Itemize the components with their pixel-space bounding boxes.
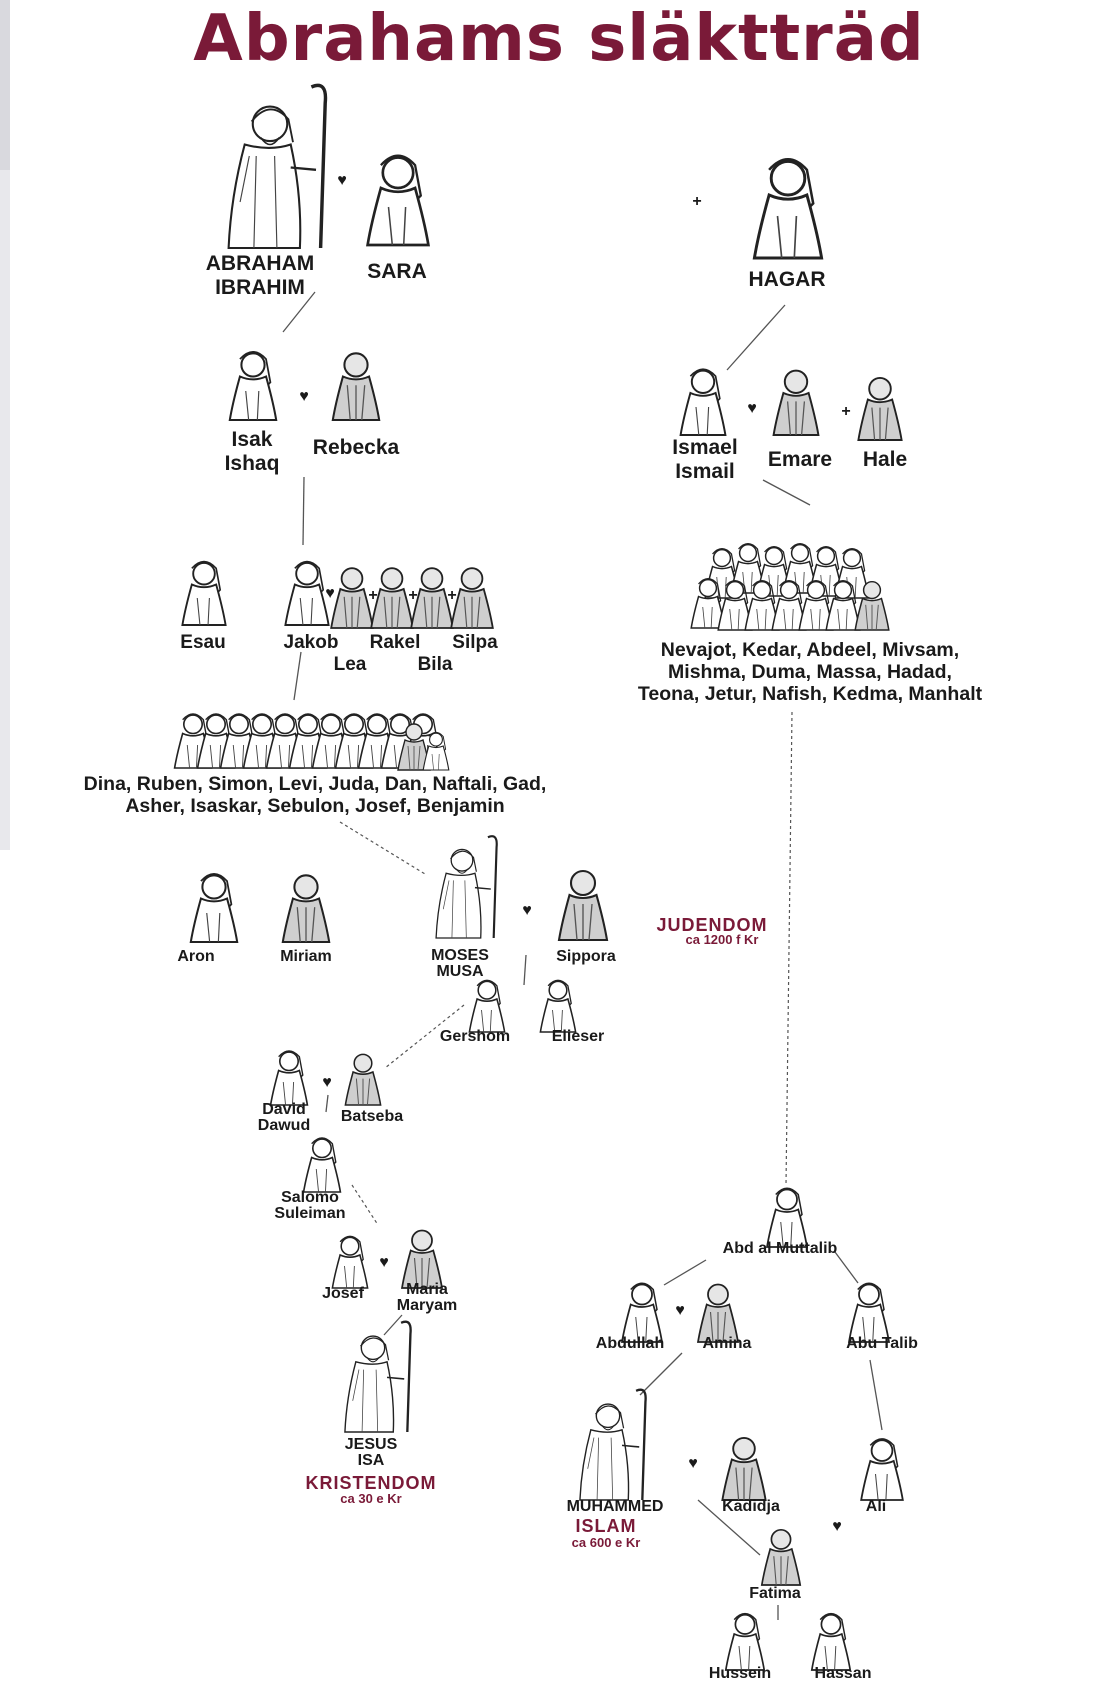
- plus-symbol: +: [692, 193, 702, 210]
- silpa-label: Silpa: [452, 632, 498, 653]
- marriage-symbol: ♥: [379, 1254, 389, 1271]
- hagar-label: HAGAR: [748, 268, 826, 291]
- lea-figure: [330, 567, 374, 629]
- kristendom-label: KRISTENDOM: [305, 1473, 437, 1493]
- gershom-label: Gershom: [439, 1028, 511, 1045]
- abu-talib-figure: [848, 1282, 890, 1343]
- kadidja-figure: [721, 1436, 767, 1501]
- emare-figure: [772, 369, 820, 436]
- jesus-figure: [343, 1320, 412, 1434]
- sippora-label: Sippora: [556, 948, 616, 965]
- amina-label: Amina: [702, 1335, 752, 1352]
- ali-label: Ali: [865, 1498, 887, 1515]
- hassan-figure: [810, 1612, 852, 1671]
- left-edge-strip: [0, 0, 10, 850]
- sara-figure: [366, 154, 430, 247]
- abdullah-figure: [621, 1282, 663, 1343]
- sara-label: SARA: [367, 260, 427, 283]
- ismael-figure: [679, 368, 727, 436]
- gershom-figure: [468, 979, 506, 1033]
- josef-label: Josef: [322, 1285, 364, 1302]
- david-figure: [269, 1050, 309, 1106]
- marriage-symbol: ♥: [337, 172, 347, 189]
- islam-label: ISLAM: [575, 1516, 637, 1536]
- rakel-label: Rakel: [369, 632, 421, 653]
- marriage-symbol: ♥: [322, 1074, 332, 1091]
- hale-label: Hale: [862, 448, 908, 471]
- judendom-label: JUDENDOM: [656, 915, 768, 935]
- page-title: Abrahams släktträd: [193, 2, 925, 76]
- amina-figure: [697, 1283, 739, 1343]
- isak-figure: [228, 350, 278, 422]
- marriage-symbol: ♥: [747, 400, 757, 417]
- jakob-children-list: Dina, Ruben, Simon, Levi, Juda, Dan, Naf…: [83, 773, 547, 817]
- hussein-figure: [724, 1612, 766, 1671]
- abd-al-muttalib-label: Abd al Muttalib: [722, 1240, 838, 1257]
- lea-label: Lea: [333, 654, 367, 675]
- marriage-symbol: ♥: [522, 902, 532, 919]
- hussein-label: Hussein: [708, 1665, 772, 1682]
- hassan-label: Hassan: [814, 1665, 872, 1682]
- ismael-sons-list: Nevajot, Kedar, Abdeel, Mivsam,Mishma, D…: [637, 639, 983, 705]
- emare-label: Emare: [767, 448, 833, 471]
- fatima-figure: [760, 1528, 802, 1586]
- hagar-figure: [752, 157, 824, 260]
- silpa-figure: [450, 567, 494, 629]
- marriage-symbol: ♥: [325, 585, 335, 602]
- jakob-children-group: [173, 713, 450, 771]
- rebecka-figure: [331, 352, 381, 422]
- elieser-label: Elieser: [551, 1028, 605, 1045]
- kristendom-date: ca 30 e Kr: [340, 1491, 402, 1506]
- batseba-figure: [344, 1053, 382, 1106]
- ismael-sons-group: [690, 542, 890, 631]
- miriam-figure: [281, 874, 331, 944]
- miriam-label: Miriam: [280, 948, 332, 965]
- abu-talib-label: Abu Talib: [846, 1335, 918, 1352]
- plus-symbol: +: [447, 587, 457, 604]
- judendom-date: ca 1200 f Kr: [685, 932, 759, 947]
- bila-label: Bila: [417, 654, 453, 675]
- elieser-figure: [539, 979, 577, 1033]
- abd-al-muttalib-figure: [766, 1187, 808, 1248]
- aron-label: Aron: [177, 948, 215, 965]
- marriage-symbol: ♥: [675, 1302, 685, 1319]
- aron-figure: [189, 872, 239, 944]
- maria-figure: [401, 1229, 443, 1289]
- plus-symbol: +: [841, 403, 851, 420]
- islam-date: ca 600 e Kr: [571, 1535, 641, 1550]
- marriage-symbol: ♥: [688, 1455, 698, 1472]
- jakob-figure: [284, 560, 330, 626]
- moses-figure: [434, 835, 498, 940]
- batseba-label: Batseba: [340, 1108, 404, 1125]
- muhammed-figure: [578, 1388, 647, 1502]
- marriage-symbol: ♥: [299, 388, 309, 405]
- hale-figure: [857, 376, 903, 441]
- sippora-figure: [557, 869, 609, 942]
- josef-figure: [331, 1235, 369, 1289]
- esau-figure: [181, 560, 227, 626]
- plus-symbol: +: [368, 587, 378, 604]
- marriage-symbol: ♥: [832, 1518, 842, 1535]
- abraham-figure: [226, 83, 328, 250]
- esau-label: Esau: [180, 632, 226, 653]
- plus-symbol: +: [408, 587, 418, 604]
- jakob-label: Jakob: [283, 632, 339, 653]
- ali-figure: [860, 1437, 904, 1501]
- fatima-label: Fatima: [749, 1585, 801, 1602]
- rebecka-label: Rebecka: [312, 436, 400, 459]
- muhammed-label: MUHAMMED: [566, 1498, 664, 1515]
- left-edge-strip-dark: [0, 0, 10, 170]
- salomo-figure: [302, 1137, 342, 1193]
- abdullah-label: Abdullah: [595, 1335, 665, 1352]
- kadidja-label: Kadidja: [722, 1498, 780, 1515]
